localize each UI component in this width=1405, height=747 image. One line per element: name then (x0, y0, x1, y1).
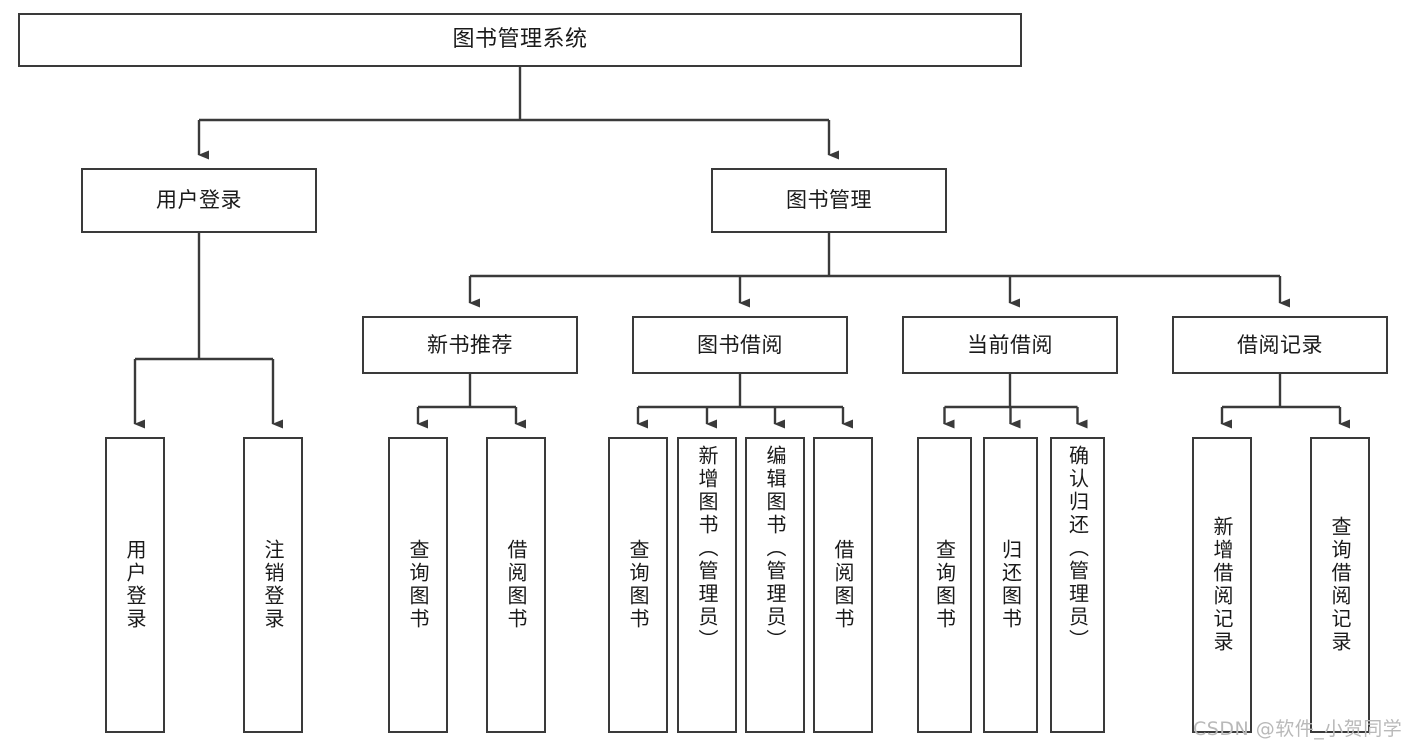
node-leaf-logout-label: 注销登录 (261, 539, 285, 631)
csdn-watermark: CSDN @软件_小贺同学 (1193, 718, 1403, 740)
node-leaf-add-book-admin[interactable]: 新增图书（管理员） (677, 437, 737, 733)
node-leaf-add-book-admin-label: 新增图书（管理员） (695, 445, 719, 652)
node-leaf-add-borrow-record-label: 新增借阅记录 (1210, 516, 1234, 654)
node-book-manage-label: 图书管理 (786, 188, 872, 213)
node-leaf-query-borrow-record-label: 查询借阅记录 (1328, 516, 1352, 654)
node-root-图书管理系统-label: 图书管理系统 (452, 27, 588, 53)
node-leaf-confirm-return-admin-label: 确认归还（管理员） (1065, 445, 1090, 652)
node-leaf-edit-book-admin-label: 编辑图书（管理员） (763, 445, 787, 652)
node-leaf-query-book-1[interactable]: 查询图书 (388, 437, 448, 733)
node-leaf-user-login-label: 用户登录 (123, 539, 147, 631)
node-leaf-query-book-2-label: 查询图书 (626, 539, 650, 631)
node-current-borrow-label: 当前借阅 (967, 332, 1053, 357)
node-book-manage[interactable]: 图书管理 (711, 168, 947, 233)
node-book-borrow[interactable]: 图书借阅 (632, 316, 848, 374)
node-user-login-label: 用户登录 (156, 188, 242, 213)
node-leaf-confirm-return-admin[interactable]: 确认归还（管理员） (1050, 437, 1105, 733)
node-leaf-borrow-book-2[interactable]: 借阅图书 (813, 437, 873, 733)
node-new-book-recommend[interactable]: 新书推荐 (362, 316, 578, 374)
node-user-login[interactable]: 用户登录 (81, 168, 317, 233)
node-leaf-return-book[interactable]: 归还图书 (983, 437, 1038, 733)
node-leaf-query-book-3-label: 查询图书 (932, 539, 957, 631)
node-leaf-query-book-1-label: 查询图书 (406, 539, 430, 631)
node-leaf-query-borrow-record[interactable]: 查询借阅记录 (1310, 437, 1370, 733)
node-new-book-recommend-label: 新书推荐 (427, 332, 513, 357)
node-leaf-logout[interactable]: 注销登录 (243, 437, 303, 733)
node-leaf-borrow-book-1[interactable]: 借阅图书 (486, 437, 546, 733)
node-leaf-borrow-book-1-label: 借阅图书 (504, 539, 528, 631)
node-leaf-query-book-3[interactable]: 查询图书 (917, 437, 972, 733)
node-leaf-borrow-book-2-label: 借阅图书 (831, 539, 855, 631)
node-book-borrow-label: 图书借阅 (697, 332, 783, 357)
node-borrow-record-label: 借阅记录 (1237, 332, 1323, 357)
node-leaf-return-book-label: 归还图书 (998, 539, 1023, 631)
node-root-图书管理系统[interactable]: 图书管理系统 (18, 13, 1022, 67)
node-current-borrow[interactable]: 当前借阅 (902, 316, 1118, 374)
node-borrow-record[interactable]: 借阅记录 (1172, 316, 1388, 374)
node-leaf-query-book-2[interactable]: 查询图书 (608, 437, 668, 733)
node-leaf-edit-book-admin[interactable]: 编辑图书（管理员） (745, 437, 805, 733)
node-leaf-user-login[interactable]: 用户登录 (105, 437, 165, 733)
node-leaf-add-borrow-record[interactable]: 新增借阅记录 (1192, 437, 1252, 733)
